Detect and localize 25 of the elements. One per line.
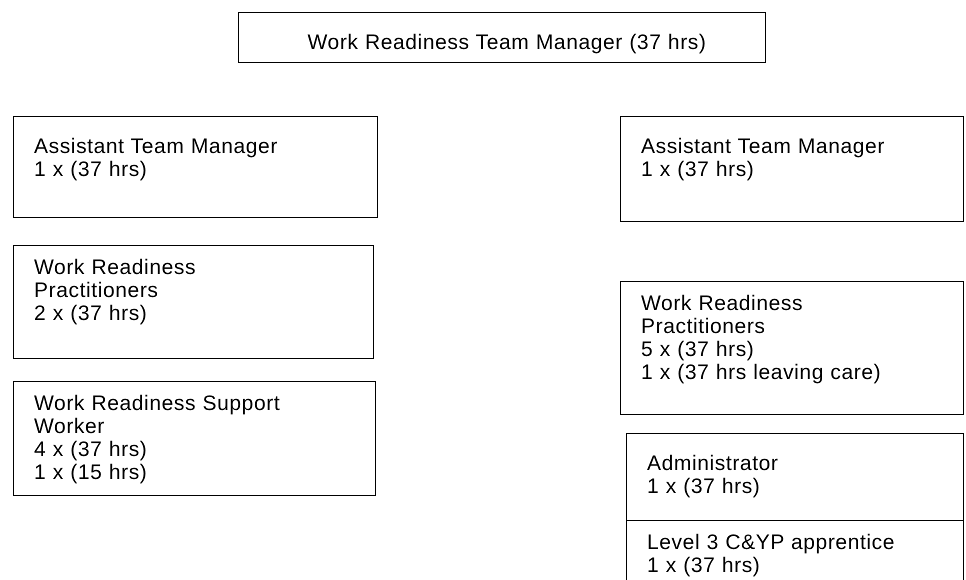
- role-box: [620, 116, 964, 222]
- staffing-line: 4 x (37 hrs): [34, 438, 148, 461]
- staffing-line: 1 x (37 hrs): [647, 554, 762, 577]
- role-box: [13, 116, 378, 218]
- role-box: [620, 281, 964, 415]
- staffing-line: 1 x (37 hrs): [641, 158, 756, 181]
- staffing-line: 1 x (15 hrs): [34, 461, 148, 484]
- role-title: Assistant Team Manager: [34, 135, 279, 158]
- role-box: [626, 433, 964, 521]
- role-box: [626, 520, 964, 580]
- staffing-line: 2 x (37 hrs): [34, 302, 148, 325]
- staffing-line: 1 x (37 hrs): [34, 158, 148, 181]
- role-title: Work Readiness Practitioners: [641, 292, 804, 338]
- role-title: Assistant Team Manager: [641, 135, 886, 158]
- staffing-line: 5 x (37 hrs): [641, 338, 756, 361]
- role-title: Work Readiness Support Worker: [34, 392, 282, 438]
- staffing-line: 1 x (37 hrs): [647, 475, 762, 498]
- role-title: Work Readiness Practitioners: [34, 256, 198, 302]
- role-box: [13, 245, 374, 359]
- role-title: Level 3 C&YP apprentice: [647, 531, 896, 554]
- role-box: [13, 381, 376, 496]
- role-box: [238, 12, 766, 63]
- role-title: Work Readiness Team Manager (37 hrs): [306, 31, 708, 54]
- staffing-line: 1 x (37 hrs leaving care): [641, 361, 882, 384]
- role-title: Administrator: [647, 452, 780, 475]
